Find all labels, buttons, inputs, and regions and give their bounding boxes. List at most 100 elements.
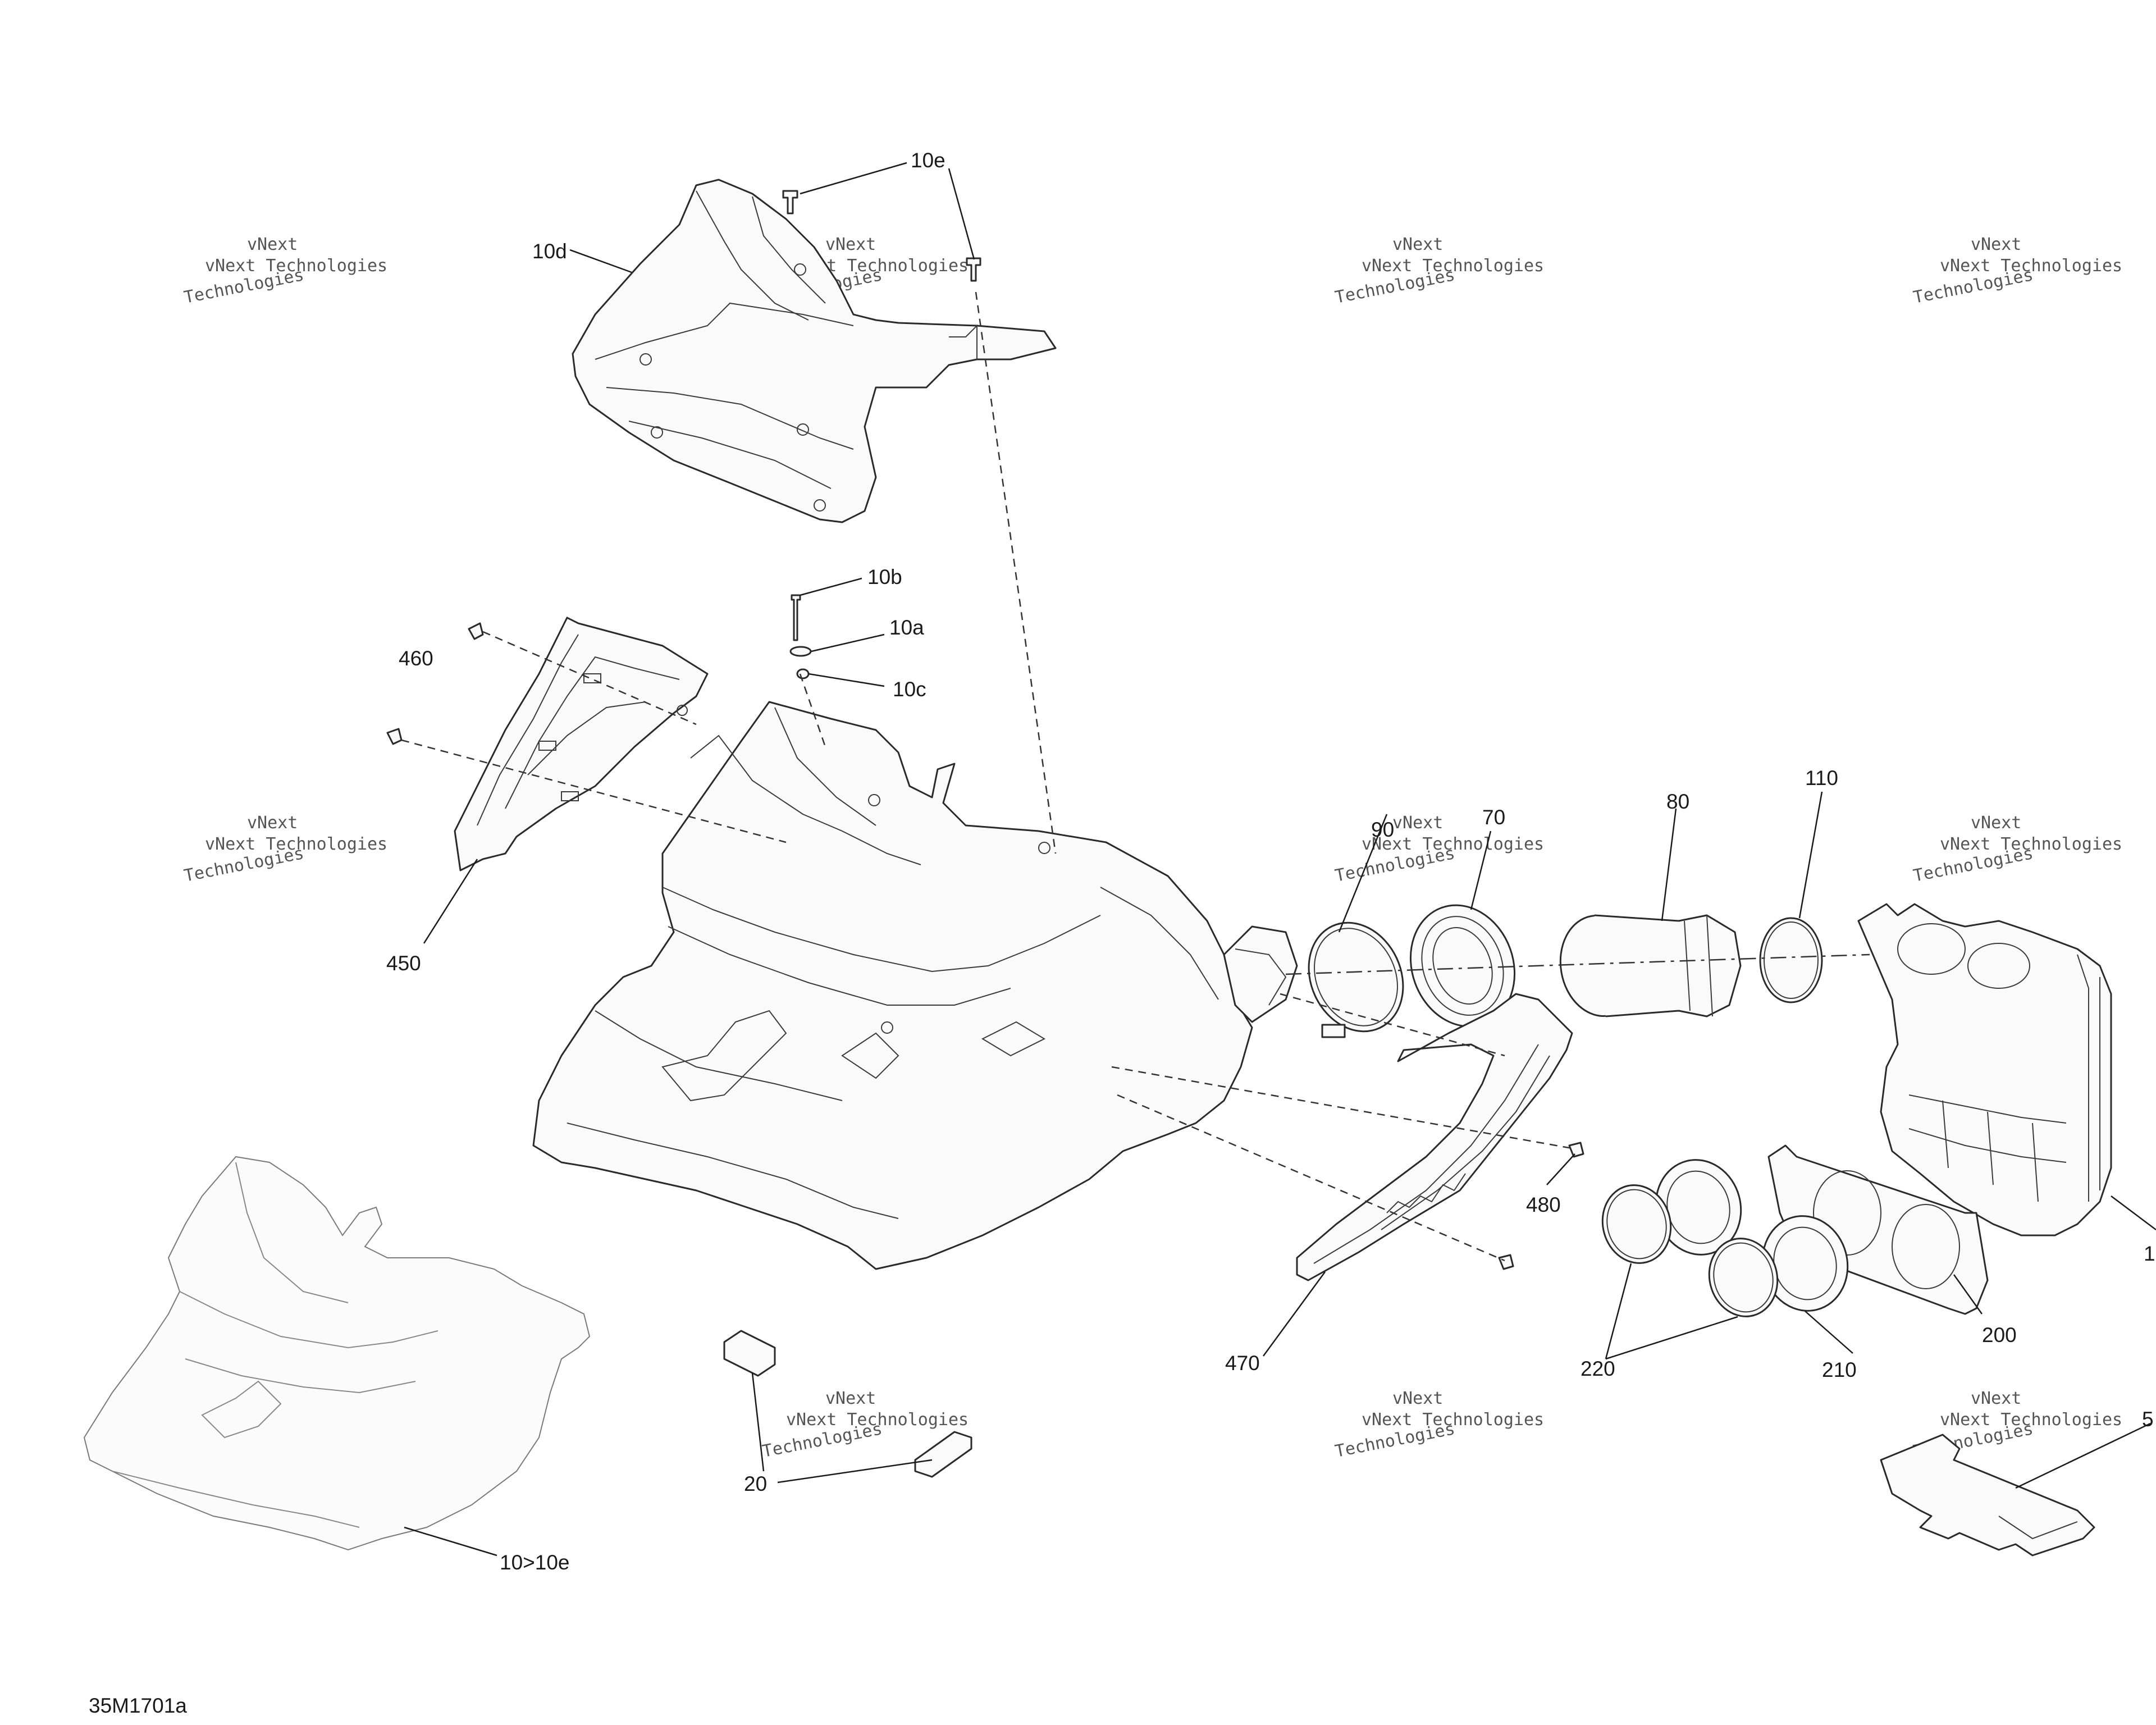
screw-hole [814, 499, 826, 512]
panel-clip [583, 673, 601, 683]
screw-hole [794, 263, 806, 276]
filter-port [1897, 923, 1966, 975]
watermark: vNext vNext Technologies Technologies [1912, 235, 2122, 308]
svg-text:vNext: vNext [247, 235, 298, 254]
housing-edge [774, 707, 876, 826]
part-210-boots [1655, 1159, 1849, 1312]
leader-5 [2015, 1422, 2151, 1489]
filter-rib [1987, 1111, 1994, 1185]
leader-10e [800, 162, 907, 195]
seal-inner [1421, 916, 1504, 1016]
leader-90 [1338, 814, 1388, 933]
watermark: vNext vNext Technologies Technologies [1333, 1389, 1544, 1462]
leader-10a [811, 633, 885, 652]
leader-220 [1605, 1263, 1632, 1359]
clamp-inner [1713, 1242, 1774, 1313]
nut-10c [796, 668, 810, 679]
svg-text:vNext Technologies: vNext Technologies [1362, 1410, 1544, 1430]
panel-clip [538, 741, 556, 751]
watermark: vNext vNext Technologies Technologies [182, 235, 387, 308]
leader-470 [1262, 1271, 1326, 1357]
part-450-side-panel [454, 617, 709, 871]
align-line [1280, 993, 1505, 1057]
panel-edge [477, 634, 579, 826]
screw [1568, 1142, 1584, 1158]
panel-emboss [1386, 1173, 1466, 1213]
svg-text:vNext: vNext [1971, 813, 2021, 833]
leader-70 [1470, 830, 1492, 910]
leader-10e [948, 168, 975, 260]
callout-10e: 10e [911, 149, 945, 172]
housing-edge [1100, 887, 1219, 1000]
svg-text:vNext Technologies: vNext Technologies [786, 1410, 969, 1430]
callout-20: 20 [744, 1472, 767, 1495]
leader-110 [1798, 791, 1823, 919]
part-220-clamps [1601, 1184, 1779, 1317]
cover-tab [949, 324, 977, 359]
leader-210 [1805, 1311, 1853, 1354]
clamp [1708, 1238, 1779, 1317]
screw [782, 190, 798, 215]
seal-bore [1432, 927, 1493, 1005]
part-80-intake-duct [1559, 914, 1742, 1017]
watermark: vNext vNext Technologies Technologies [1333, 813, 1544, 886]
alignment-lines [401, 291, 1870, 1262]
cover-inner-edge [628, 421, 832, 489]
bracket [914, 1431, 972, 1478]
leader-480 [1546, 1153, 1575, 1185]
align-line [975, 291, 1057, 854]
align-line [482, 631, 697, 725]
screw [1498, 1254, 1514, 1270]
align-line [1111, 1066, 1573, 1149]
housing-vent [981, 1021, 1046, 1057]
callout-90: 90 [1371, 818, 1394, 841]
watermark: vNext vNext Technologies Technologies [1912, 813, 2122, 886]
plate-slot [1998, 1516, 2078, 1540]
callout-470: 470 [1225, 1352, 1260, 1375]
housing-edge [595, 1010, 843, 1101]
ghost-edge [235, 1162, 349, 1303]
part-10d-upper-cover [572, 179, 1057, 523]
callout-10c: 10c [893, 678, 926, 701]
svg-text:vNext: vNext [1971, 1389, 2021, 1408]
filter-rib [2032, 1122, 2039, 1202]
panel-edge [527, 701, 646, 775]
panel-edge [1381, 1055, 1550, 1230]
leader-200 [1953, 1274, 1983, 1315]
plate-body [1880, 1434, 2095, 1557]
svg-text:vNext: vNext [1392, 1389, 1443, 1408]
svg-text:vNext: vNext [247, 813, 298, 833]
housing-edge [690, 734, 921, 865]
part-460-screws [386, 622, 484, 745]
washer-10a [789, 646, 812, 657]
duct-ring [1706, 915, 1713, 1017]
cover-body [572, 179, 1057, 523]
bracket [723, 1330, 776, 1377]
part-20-brackets [723, 1330, 972, 1478]
callout-1: 1 [2144, 1242, 2155, 1265]
plate-opening [1892, 1204, 1960, 1289]
filter-rib [1908, 1094, 2067, 1124]
leader-20 [777, 1459, 933, 1484]
clamp-outer [1308, 921, 1404, 1033]
screw-hole [881, 1021, 893, 1034]
leader-80 [1661, 808, 1677, 921]
leader-10c [808, 673, 885, 687]
part-10e-screws [782, 190, 981, 282]
part-110-o-ring [1759, 917, 1823, 1003]
callout-210: 210 [1822, 1358, 1857, 1381]
part-480-screws [1498, 1142, 1584, 1270]
callout-80: 80 [1666, 790, 1689, 813]
callout-70: 70 [1482, 806, 1505, 829]
panel-body [1296, 993, 1573, 1281]
leader-20 [751, 1372, 765, 1472]
ghost-edge [185, 1358, 416, 1394]
cover-inner-edge [606, 387, 854, 450]
hardware-10a-10b-10c [789, 594, 812, 679]
part-1-filter-housing [1857, 903, 2112, 1236]
svg-text:vNext Technologies: vNext Technologies [1362, 834, 1544, 854]
panel-clip [561, 791, 579, 801]
panel-edge [1313, 1044, 1539, 1264]
leader-10-10e [404, 1526, 497, 1557]
housing-edge [668, 926, 1011, 1006]
